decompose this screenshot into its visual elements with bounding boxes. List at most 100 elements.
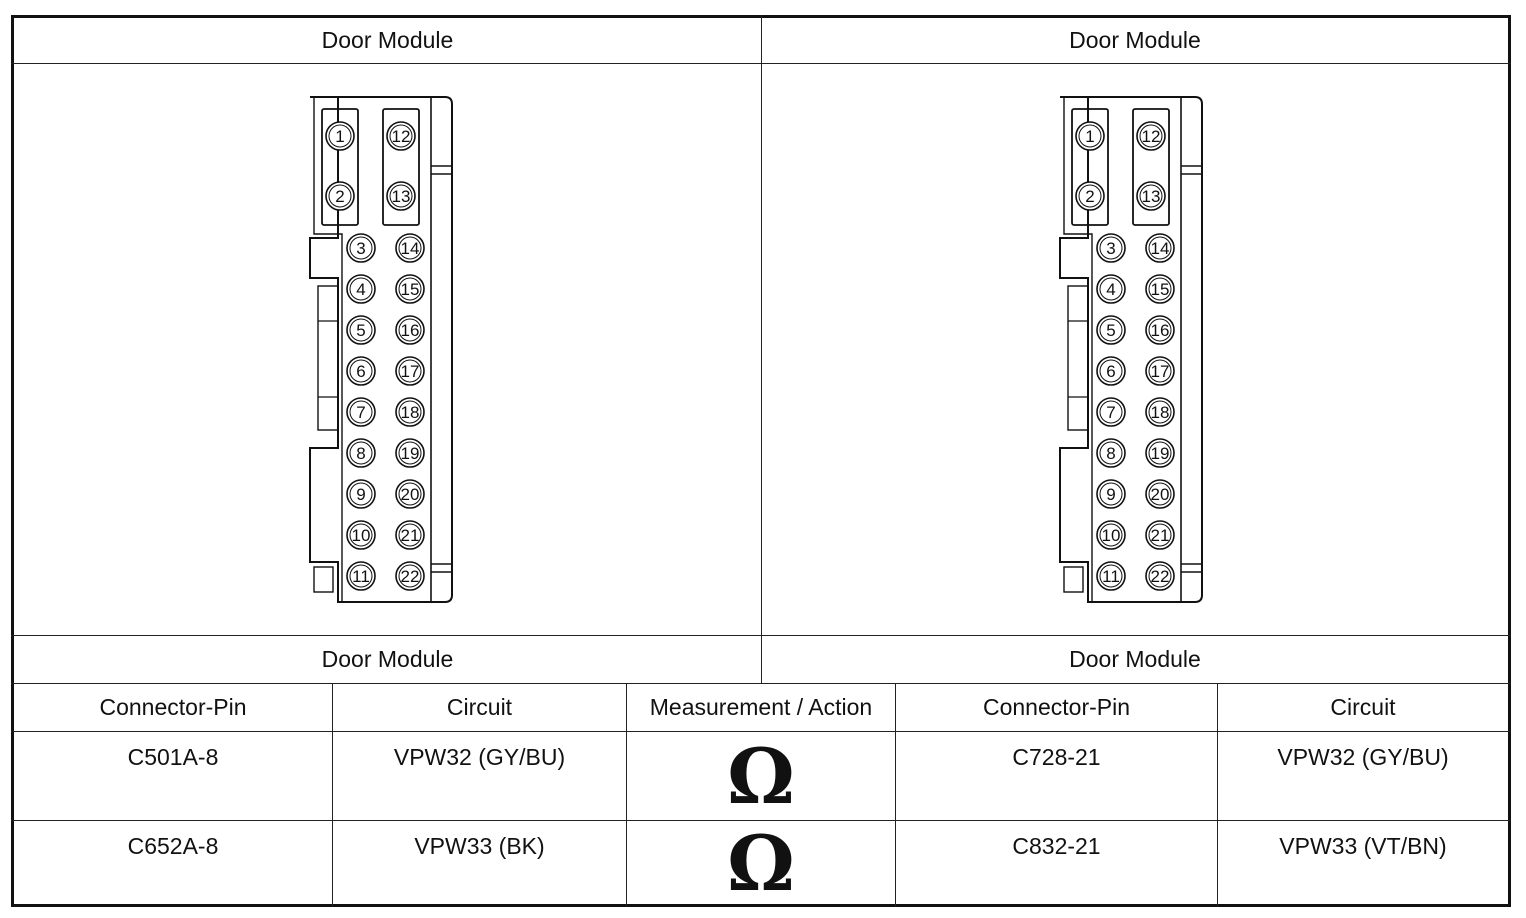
pin-3-outer bbox=[346, 233, 376, 263]
pin-10-outer bbox=[346, 520, 376, 550]
pin-21-inner bbox=[1148, 523, 1172, 547]
side-lock-channel bbox=[317, 285, 339, 431]
pin-19-outer bbox=[1145, 438, 1175, 468]
grid-line bbox=[761, 15, 762, 684]
pin-22-inner bbox=[398, 564, 422, 588]
pin-8-outer bbox=[346, 438, 376, 468]
terminal-cavity-right bbox=[1132, 108, 1170, 226]
column-header-label: Measurement / Action bbox=[649, 694, 873, 720]
cell-text: C501A-8 bbox=[127, 744, 219, 770]
pin-18-inner bbox=[1148, 400, 1172, 424]
pin-6-label: 6 bbox=[356, 362, 365, 381]
pin-7-label: 7 bbox=[1106, 403, 1115, 422]
pin-12-inner bbox=[1139, 124, 1163, 148]
pin-10-label: 10 bbox=[1102, 526, 1121, 545]
pin-17-label: 17 bbox=[1151, 362, 1170, 381]
pin-17-outer bbox=[395, 356, 425, 386]
cell-text: VPW32 (GY/BU) bbox=[1277, 744, 1449, 770]
pin-2-outer bbox=[1075, 181, 1105, 211]
pin-4-outer bbox=[346, 274, 376, 304]
pin-9-outer bbox=[1096, 479, 1126, 509]
pin-22-inner bbox=[1148, 564, 1172, 588]
terminal-cavity-right bbox=[382, 108, 420, 226]
pin-8-inner bbox=[349, 441, 373, 465]
pin-17-outer bbox=[1145, 356, 1175, 386]
pin-16-label: 16 bbox=[1151, 321, 1170, 340]
pin-11-inner bbox=[1099, 564, 1123, 588]
table-row-2-measurement: Ω bbox=[627, 821, 895, 904]
cell-text: C832-21 bbox=[1012, 833, 1101, 859]
pin-16-outer bbox=[395, 315, 425, 345]
pin-10-label: 10 bbox=[352, 526, 371, 545]
pin-14-label: 14 bbox=[1151, 239, 1170, 258]
pin-11-inner bbox=[349, 564, 373, 588]
ohm-icon: Ω bbox=[727, 818, 795, 908]
pin-21-label: 21 bbox=[1151, 526, 1170, 545]
column-header-label: Circuit bbox=[1330, 694, 1396, 720]
pin-16-inner bbox=[1148, 318, 1172, 342]
pin-5-label: 5 bbox=[356, 321, 365, 340]
pin-18-outer bbox=[395, 397, 425, 427]
pin-7-outer bbox=[1096, 397, 1126, 427]
bottom-tab bbox=[313, 566, 334, 593]
pin-15-inner bbox=[1148, 277, 1172, 301]
pin-9-inner bbox=[1099, 482, 1123, 506]
bottom-tab bbox=[1063, 566, 1084, 593]
pin-20-inner bbox=[1148, 482, 1172, 506]
table-row-1-circuit-a: VPW32 (GY/BU) bbox=[333, 732, 626, 820]
column-header-circuit-b: Circuit bbox=[1218, 684, 1508, 731]
pin-8-label: 8 bbox=[356, 444, 365, 463]
pin-11-outer bbox=[346, 561, 376, 591]
pin-20-label: 20 bbox=[1151, 485, 1170, 504]
top-header-left-label: Door Module bbox=[321, 27, 454, 53]
pin-19-label: 19 bbox=[401, 444, 420, 463]
bottom-header-left: Door Module bbox=[14, 636, 761, 683]
pin-7-inner bbox=[1099, 400, 1123, 424]
pin-6-outer bbox=[346, 356, 376, 386]
pin-3-outer bbox=[1096, 233, 1126, 263]
pin-15-inner bbox=[398, 277, 422, 301]
top-header-right: Door Module bbox=[762, 18, 1508, 63]
pin-5-outer bbox=[1096, 315, 1126, 345]
pin-12-label: 12 bbox=[392, 127, 411, 146]
column-header-label: Circuit bbox=[446, 694, 513, 720]
pin-13-inner bbox=[389, 184, 413, 208]
pin-2-label: 2 bbox=[335, 187, 344, 206]
table-row-1-pin-b: C728-21 bbox=[896, 732, 1217, 820]
bottom-header-left-label: Door Module bbox=[321, 646, 454, 672]
connector-housing-outline bbox=[1059, 96, 1203, 603]
pin-12-outer bbox=[386, 121, 416, 151]
pin-5-inner bbox=[349, 318, 373, 342]
pin-22-label: 22 bbox=[1151, 567, 1170, 586]
pin-4-label: 4 bbox=[356, 280, 365, 299]
pin-21-outer bbox=[1145, 520, 1175, 550]
column-header-connector-pin-b: Connector-Pin bbox=[896, 684, 1217, 731]
table-row-1-pin-a: C501A-8 bbox=[14, 732, 332, 820]
pin-19-inner bbox=[398, 441, 422, 465]
pin-1-outer bbox=[325, 121, 355, 151]
column-header-circuit-a: Circuit bbox=[333, 684, 626, 731]
grid-line bbox=[11, 731, 1511, 732]
pin-2-inner bbox=[328, 184, 352, 208]
pin-14-outer bbox=[395, 233, 425, 263]
pin-15-outer bbox=[395, 274, 425, 304]
side-lock-channel bbox=[1067, 285, 1089, 431]
pin-6-inner bbox=[349, 359, 373, 383]
pin-15-outer bbox=[1145, 274, 1175, 304]
pin-8-label: 8 bbox=[1106, 444, 1115, 463]
pin-11-label: 11 bbox=[1102, 567, 1120, 586]
pin-1-inner bbox=[1078, 124, 1102, 148]
pin-1-label: 1 bbox=[1085, 127, 1094, 146]
column-header-label: Connector-Pin bbox=[99, 694, 247, 720]
pin-2-inner bbox=[1078, 184, 1102, 208]
pin-2-label: 2 bbox=[1085, 187, 1094, 206]
pin-15-label: 15 bbox=[401, 280, 420, 299]
pin-16-label: 16 bbox=[401, 321, 420, 340]
grid-line bbox=[11, 820, 1511, 821]
pin-14-outer bbox=[1145, 233, 1175, 263]
pin-10-inner bbox=[1099, 523, 1123, 547]
pin-13-inner bbox=[1139, 184, 1163, 208]
top-header-left: Door Module bbox=[14, 18, 761, 63]
pin-14-label: 14 bbox=[401, 239, 420, 258]
